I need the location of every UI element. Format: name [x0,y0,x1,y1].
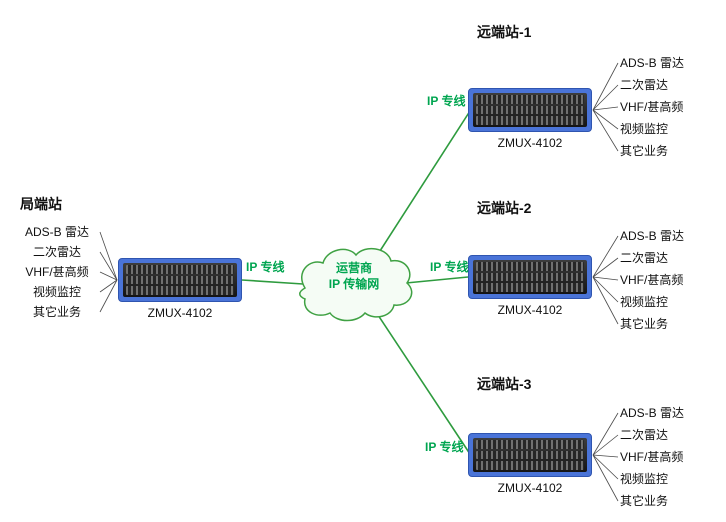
link-label-remote1: IP 专线 [427,94,466,108]
device-port-row [476,262,584,271]
device-port-row [476,283,584,293]
station-title-local: 局端站 [20,196,62,212]
service-connector-fan-remote3 [592,412,619,502]
service-item: ADS-B 雷达 [620,56,685,70]
service-connector-fan-local [99,231,118,313]
device-port-row [476,105,584,115]
service-item: ADS-B 雷达 [620,229,685,243]
device-label-local: ZMUX-4102 [147,306,213,320]
service-item: 视频监控 [32,285,81,299]
service-item: ADS-B 雷达 [24,225,89,239]
service-item: 其它业务 [32,305,81,319]
device-port-row [476,116,584,126]
station-title-remote3: 远端站-3 [477,376,532,392]
link-label-local: IP 专线 [246,260,285,274]
cloud-label-line1: 运营商 [335,261,372,275]
service-item: VHF/甚高频 [620,450,684,464]
link-label-remote2: IP 专线 [430,260,469,274]
service-item: 其它业务 [620,317,669,331]
service-connector-fan-remote1 [592,62,619,152]
device-port-row [476,440,584,449]
device-front-panel [473,93,587,127]
service-item: 二次雷达 [620,78,669,92]
device-port-row [476,95,584,104]
device-port-row [476,461,584,471]
service-item: 视频监控 [620,295,669,309]
link-line-cloud-remote3 [377,314,471,455]
device-label-remote1: ZMUX-4102 [497,136,563,150]
device-port-row [126,275,234,285]
station-title-remote1: 远端站-1 [477,24,532,40]
device-port-row [476,272,584,282]
zmux-device-graphic-remote1 [468,88,592,132]
service-item: ADS-B 雷达 [620,406,685,420]
service-item: 其它业务 [620,144,669,158]
device-label-remote3: ZMUX-4102 [497,481,563,495]
service-item: 二次雷达 [32,245,81,259]
zmux-device-graphic-remote2 [468,255,592,299]
device-front-panel [473,260,587,294]
service-item: 视频监控 [620,122,669,136]
service-list-remote3: ADS-B 雷达 二次雷达 VHF/甚高频 视频监控 其它业务 [620,402,684,512]
service-item: 二次雷达 [620,428,669,442]
service-item: 视频监控 [620,472,669,486]
device-front-panel [123,263,237,297]
service-list-remote1: ADS-B 雷达 二次雷达 VHF/甚高频 视频监控 其它业务 [620,52,684,162]
zmux-device-graphic-local [118,258,242,302]
service-item: VHF/甚高频 [25,265,89,279]
station-title-remote2: 远端站-2 [477,200,532,216]
service-list-remote2: ADS-B 雷达 二次雷达 VHF/甚高频 视频监控 其它业务 [620,225,684,335]
link-line-cloud-remote1 [377,110,471,255]
device-port-row [126,286,234,296]
cloud-label: 运营商 IP 传输网 [312,260,396,292]
service-connector-fan-remote2 [592,235,619,325]
device-port-row [476,450,584,460]
cloud-label-line2: IP 传输网 [328,277,380,291]
service-item: 二次雷达 [620,251,669,265]
zmux-device-graphic-remote3 [468,433,592,477]
service-item: VHF/甚高频 [620,273,684,287]
link-line-cloud-remote2 [405,276,469,284]
service-item: VHF/甚高频 [620,100,684,114]
device-label-remote2: ZMUX-4102 [497,303,563,317]
link-label-remote3: IP 专线 [425,440,464,454]
service-item: 其它业务 [620,494,669,508]
link-line-local-cloud [241,279,304,285]
device-front-panel [473,438,587,472]
service-list-local: ADS-B 雷达 二次雷达 VHF/甚高频 视频监控 其它业务 [14,222,100,322]
device-port-row [126,265,234,274]
cloud-shape [299,247,413,322]
